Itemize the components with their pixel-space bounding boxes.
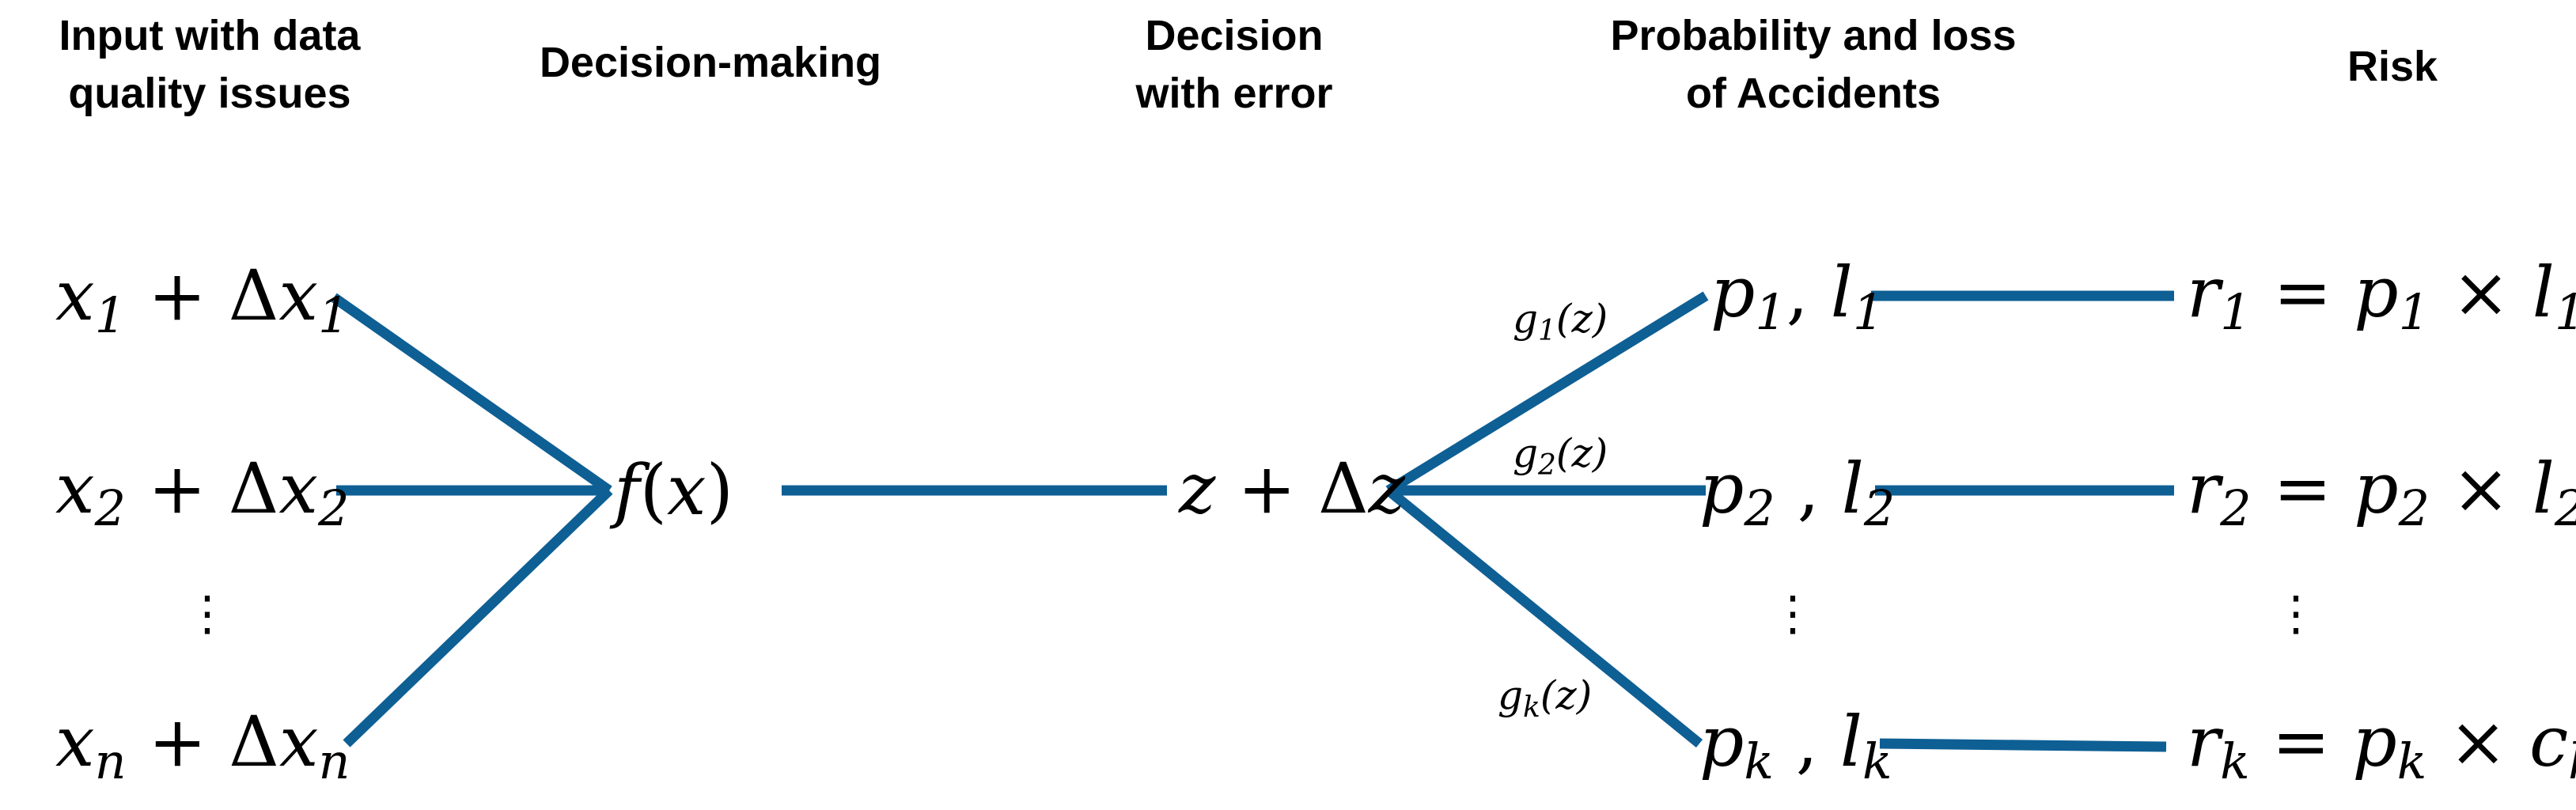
accident-2: p2 , l2 [1699,448,1895,537]
accident-k: pk , lk [1699,701,1892,790]
branch-function-g1: g1(z) [1513,296,1608,347]
header-probability-line2: of Accidents [1686,70,1941,117]
accidents-ellipsis: ⋮ [1769,586,1816,642]
edge-z-to-branchk [1385,486,1703,748]
branch-function-gk: gk(z) [1498,672,1592,724]
inputs-ellipsis: ⋮ [184,586,231,642]
decision-output: z + Δz [1178,448,1406,529]
accident-1: p1, l1 [1710,252,1884,341]
input-x2: x2 + Δx2 [55,448,349,537]
header-probability-line1: Probability and loss [1610,12,2016,59]
risk-1: r1 = p1 × l1 [2187,252,2576,341]
edges [331,290,2174,752]
edge-input1-to-f [331,293,612,495]
branch-function-g2: g2(z) [1513,430,1608,482]
header-decision-line1: Decision [1145,12,1323,59]
risk-k: rk = pk × ck [2187,701,2576,790]
input-x1: x1 + Δx1 [55,255,349,344]
edge-accidentk-to-riskk [1879,738,2167,752]
input-xn: xn + Δxn [55,701,350,790]
risks-ellipsis: ⋮ [2272,586,2320,642]
header-input-line1: Input with data [59,12,362,59]
header-decision-line2: with error [1135,70,1332,117]
header-decision-making: Decision-making [540,39,881,86]
edge-z-to-branch1 [1385,291,1709,495]
decision-function: f(x) [609,449,733,531]
header-input-line2: quality issues [68,70,350,117]
edge-inputn-to-f [343,486,613,748]
risk-2: r2 = p2 × l2 [2187,448,2576,537]
header-risk: Risk [2347,43,2438,90]
